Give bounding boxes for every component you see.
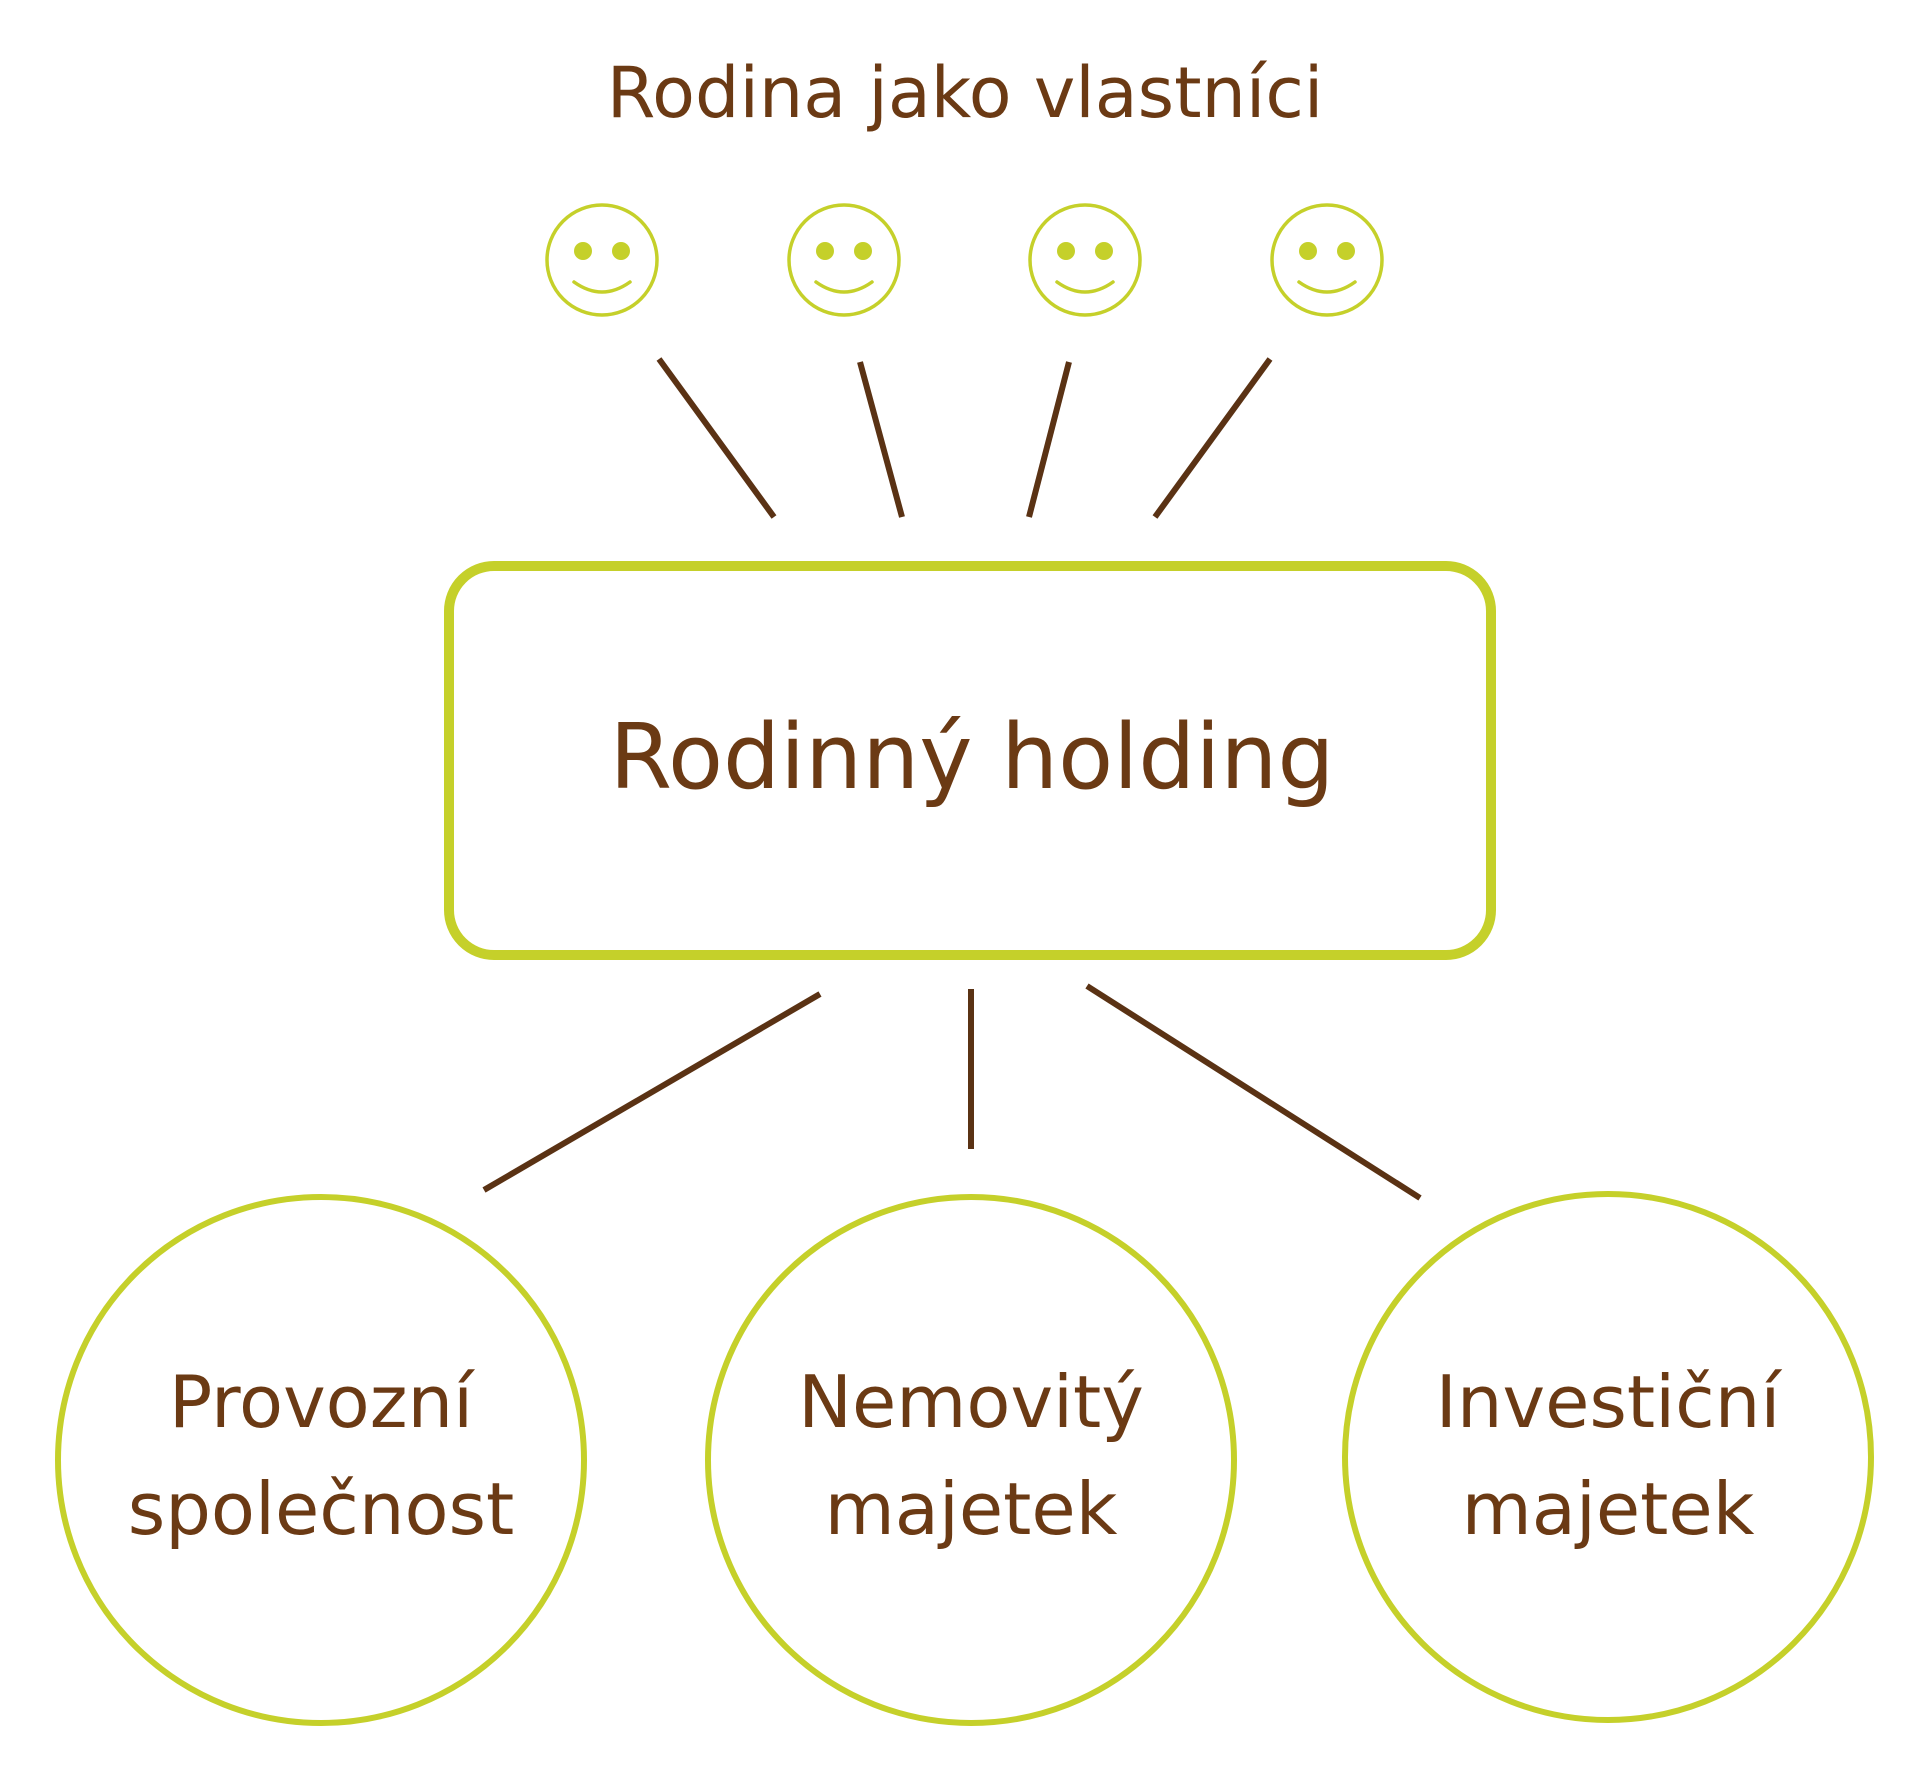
smiley-icon — [1028, 203, 1142, 317]
smiley-icon — [545, 203, 659, 317]
subsidiary-connector — [1085, 983, 1422, 1201]
subsidiary-label-line2: majetek — [1462, 1467, 1755, 1551]
subsidiary-nemovity: Nemovitý majetek — [705, 1194, 1237, 1726]
subsidiary-label-line1: Provozní — [169, 1360, 475, 1444]
subsidiary-provozni: Provozní společnost — [55, 1194, 587, 1726]
smiley-icon — [1270, 203, 1384, 317]
subsidiary-label-line1: Investiční — [1436, 1360, 1783, 1444]
subsidiary-label-line2: majetek — [825, 1467, 1118, 1551]
subsidiary-label-line1: Nemovitý — [798, 1360, 1144, 1444]
diagram-title: Rodina jako vlastníci — [607, 52, 1324, 134]
subsidiary-circle — [55, 1194, 587, 1726]
subsidiary-label-line2: společnost — [128, 1467, 515, 1551]
owner-connector — [656, 357, 777, 519]
owner-connector — [1152, 357, 1273, 519]
subsidiary-circle — [1342, 1191, 1874, 1723]
owner-connector — [857, 361, 905, 518]
subsidiary-connector — [482, 991, 822, 1193]
owner-connector — [1026, 361, 1072, 518]
holding-label: Rodinný holding — [609, 705, 1334, 810]
smiley-icon — [787, 203, 901, 317]
holding-box — [444, 561, 1496, 960]
subsidiary-investicni: Investiční majetek — [1342, 1191, 1874, 1723]
subsidiary-circle — [705, 1194, 1237, 1726]
